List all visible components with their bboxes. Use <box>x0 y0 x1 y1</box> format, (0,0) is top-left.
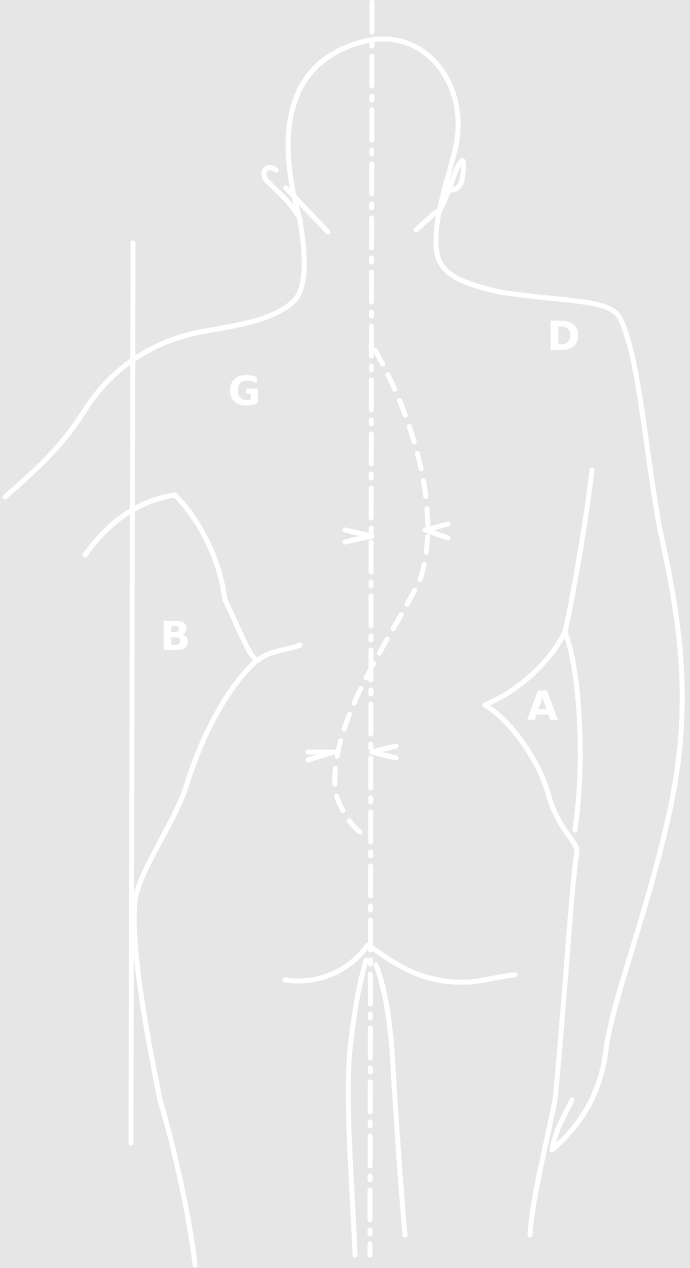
buttocks-line <box>282 942 518 985</box>
label-d: D <box>547 314 580 360</box>
right-waist-hip-outline <box>482 467 595 1238</box>
midline-axis <box>367 0 375 1258</box>
head-right-body-outline <box>285 36 685 1153</box>
spine-markers <box>305 521 451 763</box>
leg-line-right <box>373 962 408 1238</box>
neck-line-left <box>283 185 331 235</box>
label-a: A <box>527 684 558 730</box>
left-shoulder-outline <box>2 217 307 500</box>
plumb-line-left <box>128 240 136 1146</box>
leg-line-left <box>345 957 369 1258</box>
spine-curve <box>332 347 431 835</box>
right-ear <box>437 158 467 213</box>
left-hip-outline <box>131 659 258 1268</box>
right-hand <box>549 1097 575 1153</box>
waist-triangle-left <box>82 492 303 663</box>
neck-line-right <box>413 209 439 233</box>
left-ear <box>261 165 301 218</box>
label-g: G <box>228 369 261 415</box>
label-b: B <box>160 614 191 660</box>
waist-triangle-right <box>562 629 583 833</box>
